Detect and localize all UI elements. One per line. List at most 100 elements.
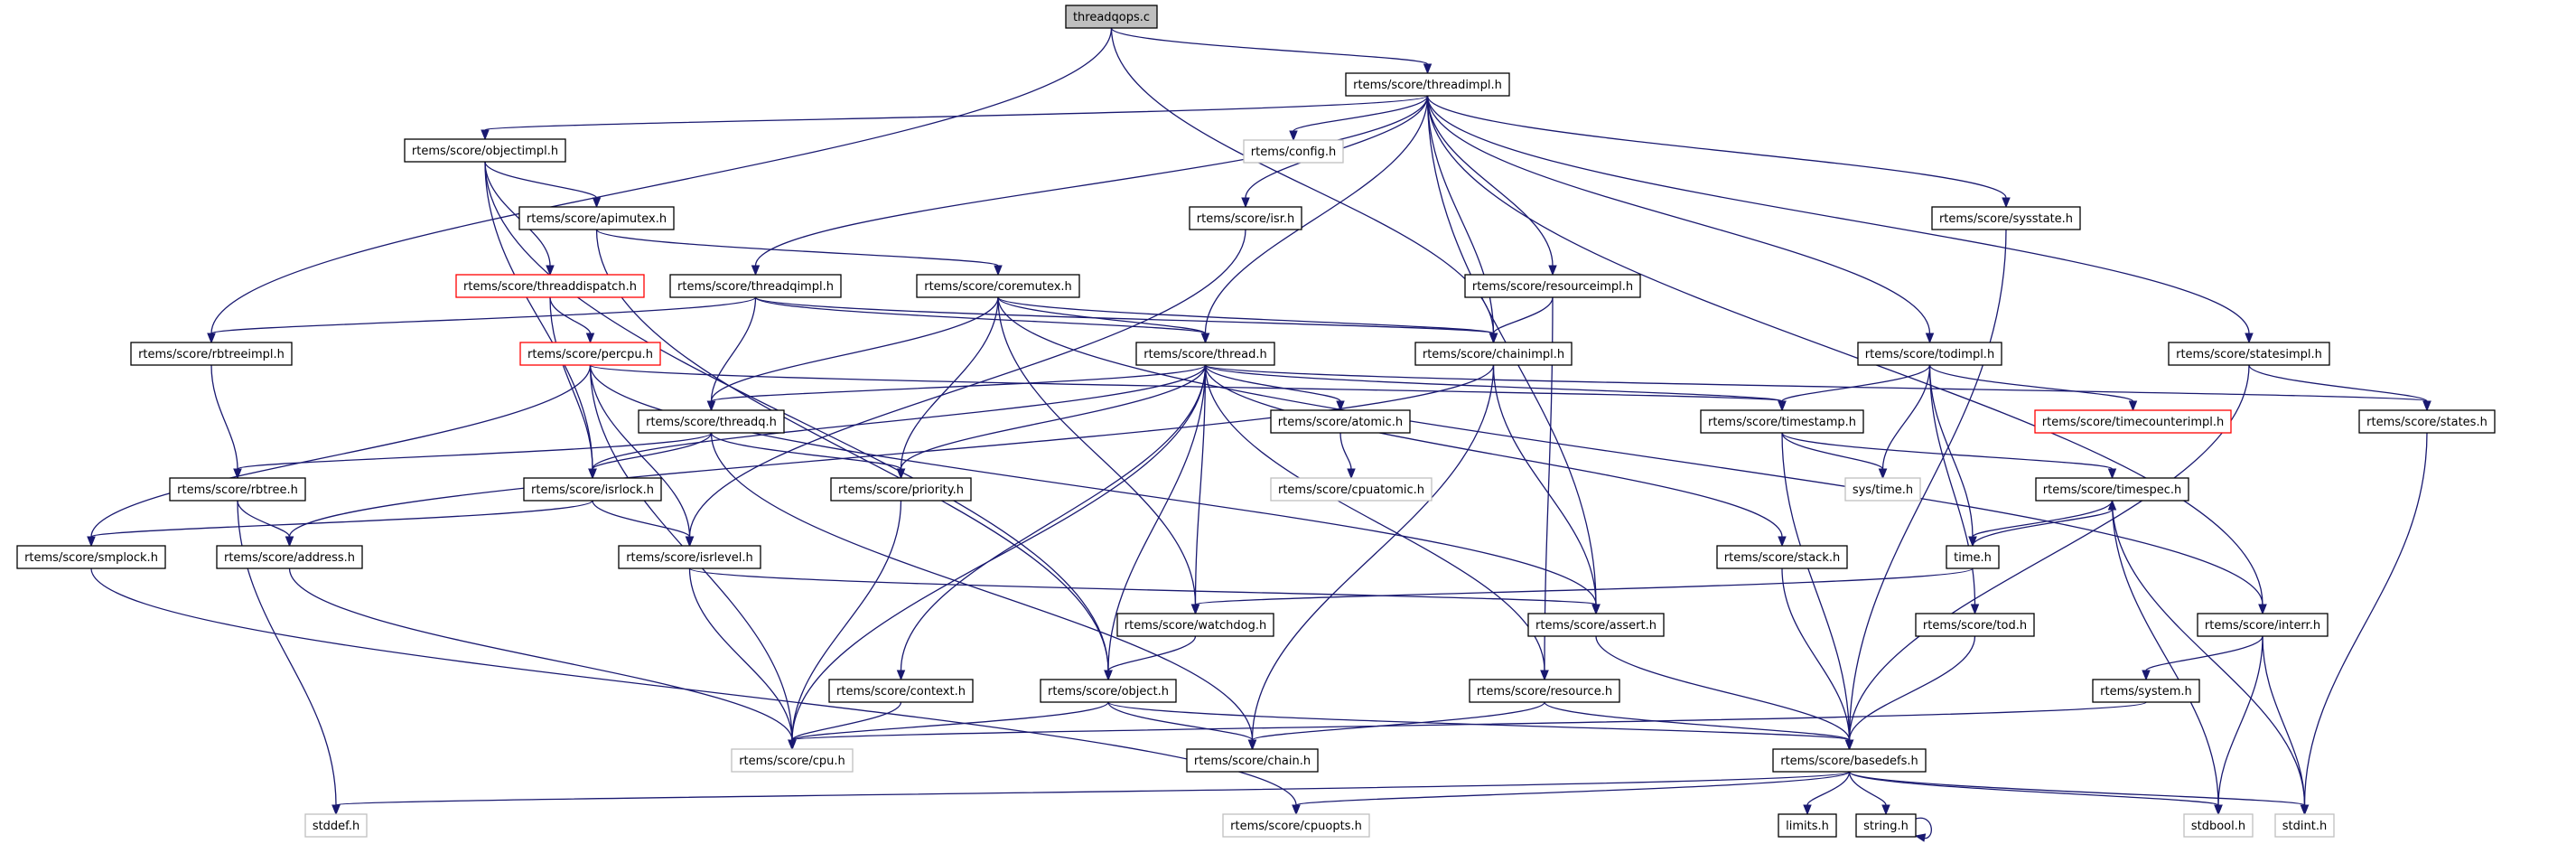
edges-layer <box>87 27 2431 842</box>
node-apimutex[interactable]: rtems/score/apimutex.h <box>518 206 675 230</box>
node-stack[interactable]: rtems/score/stack.h <box>1716 545 1848 569</box>
arrowhead-icon <box>1803 804 1812 816</box>
node-timecounterimpl[interactable]: rtems/score/timecounterimpl.h <box>2034 409 2232 434</box>
node-tod[interactable]: rtems/score/tod.h <box>1915 613 2035 637</box>
node-label: rtems/score/sysstate.h <box>1939 212 2073 226</box>
node-isrlevel[interactable]: rtems/score/isrlevel.h <box>618 545 761 569</box>
edge-threadq-to-rbtree <box>233 432 713 480</box>
node-timeh[interactable]: time.h <box>1946 545 2000 569</box>
node-label: rtems/score/isrlevel.h <box>626 551 753 565</box>
arrowhead-icon <box>2300 804 2310 816</box>
node-address[interactable]: rtems/score/address.h <box>216 545 363 569</box>
node-label: rtems/score/threadq.h <box>646 416 777 429</box>
node-timespec[interactable]: rtems/score/timespec.h <box>2035 477 2189 502</box>
node-context[interactable]: rtems/score/context.h <box>828 679 974 703</box>
arrowhead-icon <box>592 197 602 209</box>
edge-line <box>1107 701 1851 741</box>
arrowhead-icon <box>1190 604 1200 615</box>
node-box <box>2183 813 2254 838</box>
node-statesimpl[interactable]: rtems/score/statesimpl.h <box>2168 342 2330 366</box>
node-sysstate[interactable]: rtems/score/sysstate.h <box>1931 206 2081 230</box>
node-resource[interactable]: rtems/score/resource.h <box>1469 679 1620 703</box>
arrowhead-icon <box>1292 804 1301 816</box>
edge-line <box>1595 635 1851 741</box>
edge-line <box>754 296 1495 334</box>
node-chain[interactable]: rtems/score/chain.h <box>1186 748 1319 773</box>
arrowhead-icon <box>2107 468 2117 480</box>
edge-line <box>237 500 291 538</box>
edge-line <box>595 229 1109 671</box>
edge-timestamp-to-timespec <box>1781 432 2117 480</box>
node-label: rtems/score/address.h <box>224 551 355 565</box>
edge-line <box>2145 635 2263 671</box>
node-limits[interactable]: limits.h <box>1778 813 1837 838</box>
node-objectimpl[interactable]: rtems/score/objectimpl.h <box>404 138 566 163</box>
edge-object-to-chain <box>1107 701 1257 751</box>
edge-todimpl-to-tod <box>1928 364 1980 615</box>
node-atomic[interactable]: rtems/score/atomic.h <box>1270 409 1411 434</box>
arrowhead-icon <box>585 333 595 344</box>
node-label: rtems/score/tod.h <box>1923 619 2027 633</box>
edge-threadqimpl-to-thread <box>754 296 1210 344</box>
node-string[interactable]: string.h <box>1855 813 1917 838</box>
edge-line <box>997 296 1197 605</box>
edge-object-to-basedefs <box>1107 701 1854 751</box>
node-box <box>1135 342 1275 366</box>
node-timestamp[interactable]: rtems/score/timestamp.h <box>1700 409 1864 434</box>
edge-threadimpl-to-resourceimpl <box>1426 95 1557 277</box>
node-todimpl[interactable]: rtems/score/todimpl.h <box>1857 342 2002 366</box>
arrowhead-icon <box>1968 536 1977 548</box>
node-states[interactable]: rtems/score/states.h <box>2358 409 2496 434</box>
node-box <box>1855 813 1917 838</box>
node-label: rtems/score/cpuopts.h <box>1230 820 1362 833</box>
arrowhead-icon <box>994 265 1003 277</box>
edge-thread-to-atomic <box>1204 364 1345 412</box>
edge-address-to-cpu <box>288 567 797 751</box>
node-basedefs[interactable]: rtems/score/basedefs.h <box>1772 748 1927 773</box>
edge-threadqops-to-threadimpl <box>1110 27 1433 75</box>
node-chainimpl[interactable]: rtems/score/chainimpl.h <box>1414 342 1573 366</box>
node-priority[interactable]: rtems/score/priority.h <box>830 477 972 502</box>
arrowhead-icon <box>87 536 96 548</box>
node-isr[interactable]: rtems/score/isr.h <box>1189 206 1302 230</box>
node-box <box>523 477 662 502</box>
node-box <box>455 274 645 298</box>
node-isrlock[interactable]: rtems/score/isrlock.h <box>523 477 662 502</box>
node-label: rtems/score/atomic.h <box>1278 416 1403 429</box>
node-label: rtems/score/states.h <box>2366 416 2487 429</box>
node-threadqimpl[interactable]: rtems/score/threadqimpl.h <box>669 274 842 298</box>
arrowhead-icon <box>1925 333 1935 344</box>
node-rbtree[interactable]: rtems/score/rbtree.h <box>169 477 306 502</box>
node-interr[interactable]: rtems/score/interr.h <box>2197 613 2329 637</box>
node-smplock[interactable]: rtems/score/smplock.h <box>16 545 166 569</box>
node-label: time.h <box>1954 551 1992 565</box>
node-resourceimpl[interactable]: rtems/score/resourceimpl.h <box>1464 274 1641 298</box>
node-threaddispatch[interactable]: rtems/score/threaddispatch.h <box>455 274 645 298</box>
edge-thread-to-context <box>896 364 1207 681</box>
node-box <box>618 545 761 569</box>
edge-thread-to-threadq <box>706 364 1207 412</box>
node-box <box>1243 139 1344 164</box>
edge-line <box>997 296 1495 334</box>
node-box <box>16 545 166 569</box>
node-threadq[interactable]: rtems/score/threadq.h <box>638 409 785 434</box>
node-coremutex[interactable]: rtems/score/coremutex.h <box>916 274 1080 298</box>
node-rbtreeimpl[interactable]: rtems/score/rbtreeimpl.h <box>130 342 293 366</box>
node-system[interactable]: rtems/system.h <box>2092 679 2200 703</box>
node-object[interactable]: rtems/score/object.h <box>1040 679 1177 703</box>
node-watchdog[interactable]: rtems/score/watchdog.h <box>1116 613 1274 637</box>
node-box <box>2197 613 2329 637</box>
arrowhead-icon <box>1347 468 1356 480</box>
edge-line <box>1204 364 1341 402</box>
node-label: stdbool.h <box>2191 820 2245 833</box>
node-stdint: stdint.h <box>2274 813 2335 838</box>
node-thread[interactable]: rtems/score/thread.h <box>1135 342 1275 366</box>
node-threadimpl[interactable]: rtems/score/threadimpl.h <box>1345 72 1510 97</box>
edge-line <box>592 364 1207 470</box>
node-percpu[interactable]: rtems/score/percpu.h <box>519 342 661 366</box>
edge-basedefs-to-stdint <box>1848 771 2310 816</box>
edge-line <box>1426 95 2263 605</box>
node-stdbool: stdbool.h <box>2183 813 2254 838</box>
node-threadqops[interactable]: threadqops.c <box>1065 5 1158 29</box>
node-assert[interactable]: rtems/score/assert.h <box>1527 613 1665 637</box>
